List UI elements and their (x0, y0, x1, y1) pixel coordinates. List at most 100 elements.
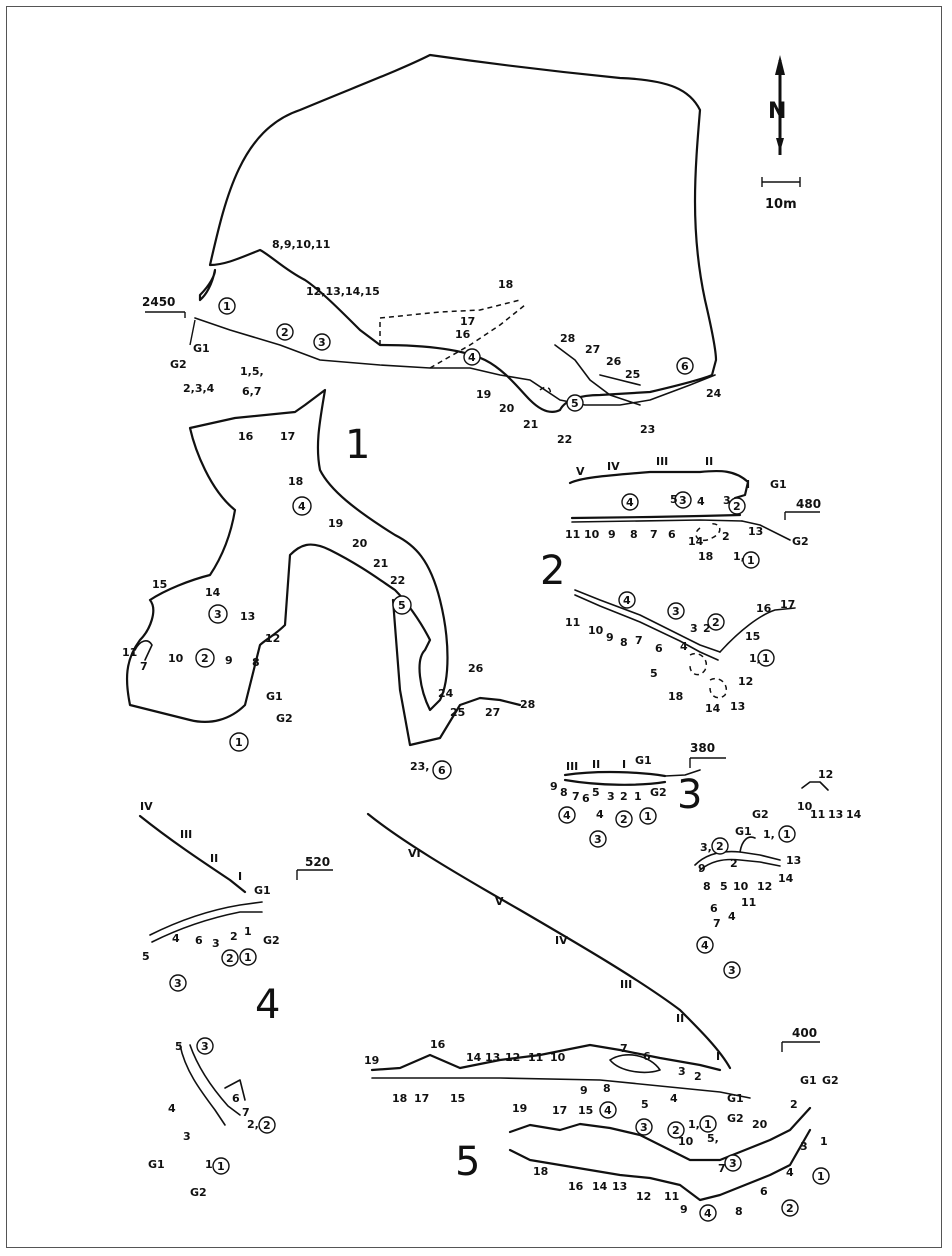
station-label: 7 (572, 790, 580, 803)
station-label: 6 (195, 934, 203, 947)
station-label: 2 (790, 1098, 798, 1111)
station-label: 27 (485, 706, 500, 719)
station-label: 1 (820, 1135, 828, 1148)
station-label: 1, (749, 652, 761, 665)
station-label: 5 (641, 1098, 649, 1111)
scale-label: 10m (765, 197, 797, 212)
station-label: 18 (392, 1092, 407, 1105)
station-label: 13 (240, 610, 255, 623)
north-label: N (768, 99, 786, 124)
station-label: 6 (232, 1092, 240, 1105)
station-label: 10 (588, 624, 604, 637)
station-label: 15 (152, 578, 167, 591)
station-circle-number: 1 (244, 951, 252, 964)
station-label: 5 (175, 1040, 183, 1053)
station-label: 7 (650, 528, 658, 541)
station-label: G2 (727, 1112, 744, 1125)
station-circle-number: 4 (563, 809, 571, 822)
station-label: 10 (678, 1135, 694, 1148)
station-label: I (622, 758, 626, 771)
station-label: 17 (280, 430, 295, 443)
cave-4-plan: 4 3 2 1 1 2, 3 4 5 6 7 G1 G2 (148, 982, 280, 1199)
station-label: 1 (634, 790, 642, 803)
station-label: 5 (592, 786, 600, 799)
scale-bar: 10m (761, 177, 801, 212)
station-label: 28 (520, 698, 535, 711)
station-label: II (210, 852, 218, 865)
station-label: 4 (298, 500, 306, 513)
station-label: 10 (550, 1051, 566, 1064)
station-label: G1 (735, 825, 752, 838)
station-circle-number: 1 (783, 828, 791, 841)
cave-2-plan: 2 4 3 2 1 1, 2 3 4 5 6 7 8 9 10 11 12 13… (540, 548, 796, 715)
station-label: 3 (678, 1065, 686, 1078)
cave-2-profile: 480 V IV III II I 2 1 4 3 1, 2 3 4 5 6 7… (565, 455, 821, 569)
station-label: 1,5, (240, 365, 264, 378)
station-label: 14 (778, 872, 794, 885)
cave-3-inset: 12 10 11 13 14 (797, 768, 862, 821)
station-label: 3 (318, 336, 326, 349)
cave-3-inset-10: 10 (797, 800, 813, 813)
north-arrow-icon: N (768, 55, 786, 155)
station-label: 22 (390, 574, 405, 587)
station-label: G2 (276, 712, 293, 725)
station-label: 4 (168, 1102, 176, 1115)
cave-3-elevation: 380 (690, 741, 715, 755)
station-label: 2 (201, 652, 209, 665)
page-frame (6, 6, 942, 1248)
station-label: 18 (698, 550, 713, 563)
station-label: 9 (680, 1203, 688, 1216)
station-label: 22 (557, 433, 572, 446)
station-label: 5 (398, 599, 406, 612)
station-label: 2 (694, 1070, 702, 1083)
cave-3-plan: 3 1 2 4 3 1, 2 3, 4 5 6 7 8 9 10 11 12 1… (677, 772, 801, 979)
station-label: 7 (713, 917, 721, 930)
station-label: G1 (635, 754, 652, 767)
cave-2-station-2-marker: 2 (733, 500, 741, 513)
station-label: 12 (265, 632, 280, 645)
station-circle-number: 3 (201, 1040, 209, 1053)
station-circle-number: 3 (594, 833, 602, 846)
station-label: 3 (214, 608, 222, 621)
station-circle-number: 3 (640, 1121, 648, 1134)
station-label: G1 (254, 884, 271, 897)
station-label: 21 (523, 418, 538, 431)
station-label: 3, (700, 841, 712, 854)
cave-1-plan: 1 1 2 3 4 5 6 7 8 9 10 11 12 13 14 15 16… (122, 388, 535, 780)
station-label: 26 (468, 662, 484, 675)
station-label: IV (555, 934, 568, 947)
station-label: 5 (720, 880, 728, 893)
station-label: 20 (352, 537, 368, 550)
station-label: 6 (655, 642, 663, 655)
station-label: 5, (707, 1132, 719, 1145)
station-circle-number: 2 (226, 952, 234, 965)
station-label: 21 (373, 557, 388, 570)
station-label: 6 (643, 1050, 651, 1063)
station-label: 9 (580, 1084, 588, 1097)
station-label: 18 (498, 278, 513, 291)
station-label: 4 (786, 1166, 794, 1179)
station-label: G1 (148, 1158, 165, 1171)
station-label: G2 (263, 934, 280, 947)
station-label: 18 (288, 475, 303, 488)
station-label: 23 (640, 423, 655, 436)
station-label: 13 (786, 854, 801, 867)
station-label: II (592, 758, 600, 771)
cave-5-label: 5 (455, 1139, 480, 1185)
station-label: 14 (705, 702, 721, 715)
station-label: G2 (822, 1074, 839, 1087)
station-label: III (566, 760, 578, 773)
station-circle-number: 1 (704, 1118, 712, 1131)
station-circle-number: 2 (620, 813, 628, 826)
station-label: III (620, 978, 632, 991)
station-label: II (705, 455, 713, 468)
station-label: 24 (706, 387, 722, 400)
station-label: 2 (703, 622, 711, 635)
station-label: 11 (565, 616, 580, 629)
station-label: 6 (668, 528, 676, 541)
station-label: 17 (780, 598, 795, 611)
station-circle-number: 1 (747, 554, 755, 567)
station-label: 1 (205, 1158, 213, 1171)
station-label: VI (408, 847, 421, 860)
